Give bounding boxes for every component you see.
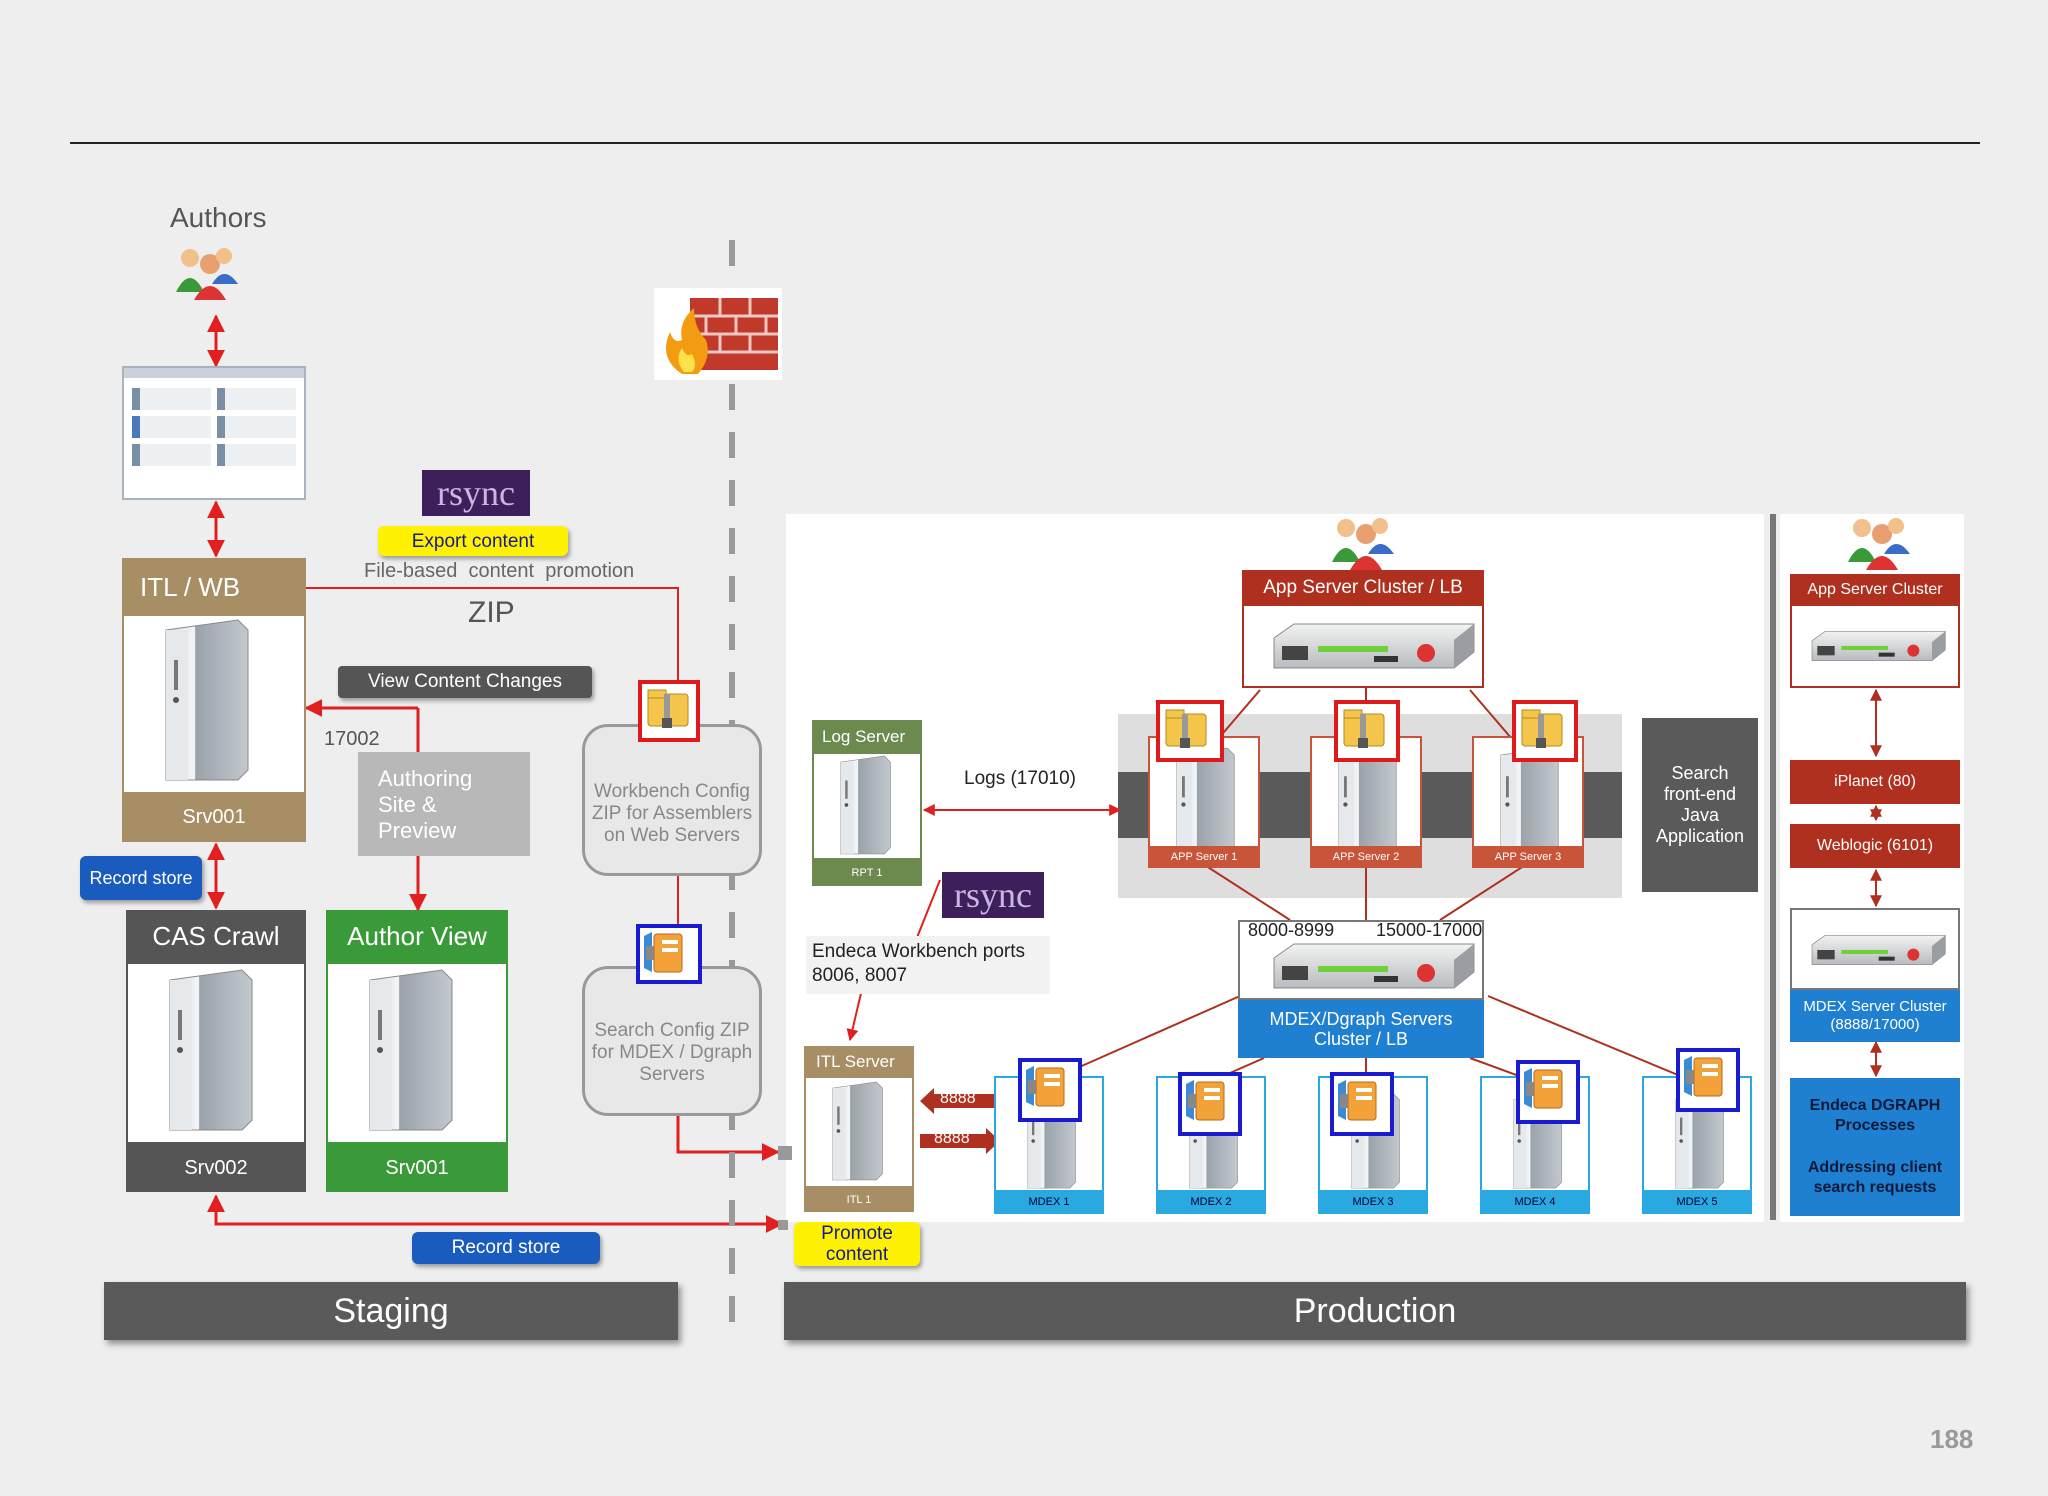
port-8888-b-label: 8888 bbox=[934, 1130, 970, 1147]
rsync-logo: rsync bbox=[422, 470, 530, 516]
dgraph-title: Endeca DGRAPH Processes bbox=[1809, 1097, 1941, 1134]
mdex-lb-switch bbox=[1238, 920, 1484, 1000]
authors-label: Authors bbox=[170, 202, 267, 233]
rsync-logo-production: rsync bbox=[942, 872, 1044, 918]
app-server-2-label: APP Server 2 bbox=[1310, 846, 1422, 868]
mdex-2-label: MDEX 2 bbox=[1156, 1190, 1266, 1214]
mdex-5-zip-icon bbox=[1676, 1048, 1740, 1112]
mdex-2-zip-icon bbox=[1178, 1072, 1242, 1136]
mdex-1-label: MDEX 1 bbox=[994, 1190, 1104, 1214]
app-cluster-lb-switch bbox=[1242, 606, 1484, 688]
right-mdex-cluster-label: MDEX Server Cluster (8888/17000) bbox=[1790, 990, 1960, 1042]
network-switch-icon bbox=[1273, 943, 1475, 989]
server-tower-icon bbox=[832, 1081, 883, 1181]
mdex-1-zip-icon bbox=[1018, 1058, 1082, 1122]
port-range-a: 8000-8999 bbox=[1248, 920, 1335, 940]
staging-footer: Staging bbox=[104, 1282, 678, 1340]
workbench-screenshot bbox=[122, 366, 306, 500]
mdex-3-zip-icon bbox=[1330, 1072, 1394, 1136]
zip-label: ZIP bbox=[468, 596, 515, 629]
app-server-3-label: APP Server 3 bbox=[1472, 846, 1584, 868]
logs-port-label: Logs (17010) bbox=[964, 768, 1076, 789]
itl-server bbox=[804, 1078, 914, 1188]
author-view-srv-label: Srv001 bbox=[326, 1144, 508, 1192]
right-app-cluster-switch bbox=[1790, 606, 1960, 688]
app-cluster-lb-header: App Server Cluster / LB bbox=[1242, 570, 1484, 606]
view-content-changes-pill[interactable]: View Content Changes bbox=[338, 666, 592, 698]
top-rule bbox=[70, 142, 1980, 144]
network-switch-icon bbox=[1811, 630, 1946, 662]
author-view-server bbox=[326, 962, 508, 1144]
itl-wb-server bbox=[122, 616, 306, 792]
cas-srv-label: Srv002 bbox=[126, 1144, 306, 1192]
mdex-4-label: MDEX 4 bbox=[1480, 1190, 1590, 1214]
port-8888-arrow-right: 8888 bbox=[920, 1128, 1000, 1154]
log-server-header: Log Server bbox=[812, 720, 922, 754]
mdex-4-zip-icon bbox=[1516, 1060, 1580, 1124]
app-server-3-zip-icon bbox=[1512, 700, 1578, 762]
file-promotion-label: File-based content promotion bbox=[364, 560, 635, 582]
mdex-cluster-label: MDEX/Dgraph Servers Cluster / LB bbox=[1238, 1000, 1484, 1058]
panel-divider bbox=[1770, 514, 1776, 1220]
cas-crawl-server bbox=[126, 962, 306, 1144]
network-switch-icon bbox=[1273, 623, 1475, 669]
record-store-pill[interactable]: Record store bbox=[412, 1232, 600, 1264]
mdex-5-label: MDEX 5 bbox=[1642, 1190, 1752, 1214]
app-server-1-label: APP Server 1 bbox=[1148, 846, 1260, 868]
dgraph-desc: Addressing client search requests bbox=[1807, 1159, 1943, 1196]
export-content-pill[interactable]: Export content bbox=[378, 526, 568, 556]
search-zip-icon bbox=[636, 924, 702, 984]
app-server-2-zip-icon bbox=[1334, 700, 1400, 762]
log-server bbox=[812, 754, 922, 860]
mdex-3-label: MDEX 3 bbox=[1318, 1190, 1428, 1214]
firewall-icon bbox=[654, 288, 782, 380]
itl-wb-header: ITL / WB bbox=[122, 558, 306, 616]
rpt1-label: RPT 1 bbox=[812, 860, 922, 886]
page-number: 188 bbox=[1930, 1424, 1974, 1454]
server-tower-icon bbox=[840, 755, 891, 855]
promote-content-pill[interactable]: Promote content bbox=[794, 1222, 920, 1266]
itl-wb-srv-label: Srv001 bbox=[122, 792, 306, 842]
weblogic-box: Weblogic (6101) bbox=[1790, 824, 1960, 868]
right-mdex-switch bbox=[1790, 908, 1960, 990]
network-switch-icon bbox=[1811, 934, 1946, 966]
port-17002-label: 17002 bbox=[324, 728, 380, 750]
search-frontend-box: Search front-end Java Application bbox=[1642, 718, 1758, 892]
itl1-label: ITL 1 bbox=[804, 1188, 914, 1212]
iplanet-box: iPlanet (80) bbox=[1790, 760, 1960, 804]
port-8888-arrow-left: 8888 bbox=[920, 1088, 1000, 1114]
app-server-1-zip-icon bbox=[1156, 700, 1224, 762]
record-store-small-pill[interactable]: Record store bbox=[80, 856, 202, 900]
cas-crawl-header: CAS Crawl bbox=[126, 910, 306, 962]
users-people-icon bbox=[1332, 518, 1394, 570]
search-config-bubble: Search Config ZIP for MDEX / Dgraph Serv… bbox=[582, 966, 762, 1116]
workbench-ports-label: Endeca Workbench ports 8006, 8007 bbox=[806, 936, 1050, 994]
users-people-icon bbox=[1848, 518, 1910, 570]
authoring-site-box: Authoring Site & Preview bbox=[358, 752, 530, 856]
right-app-cluster-header: App Server Cluster bbox=[1790, 574, 1960, 606]
author-view-header: Author View bbox=[326, 910, 508, 962]
port-8888-a-label: 8888 bbox=[940, 1090, 976, 1107]
port-range-b: 15000-17000 bbox=[1376, 920, 1483, 940]
itl-server-header: ITL Server bbox=[804, 1046, 914, 1078]
dgraph-processes-box: Endeca DGRAPH Processes Addressing clien… bbox=[1790, 1078, 1960, 1216]
workbench-zip-icon bbox=[638, 680, 700, 742]
production-footer: Production bbox=[784, 1282, 1966, 1340]
